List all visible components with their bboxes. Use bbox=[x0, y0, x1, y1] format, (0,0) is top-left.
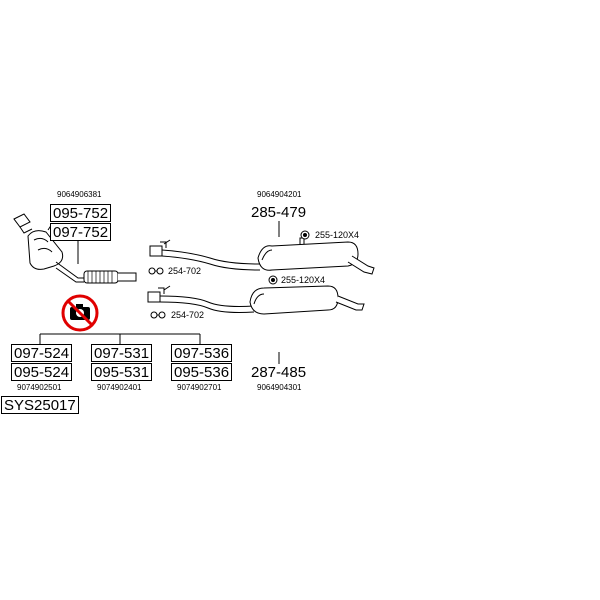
clamp-icon bbox=[268, 275, 278, 285]
rear-lower-hanger-label: 254-702 bbox=[171, 310, 205, 320]
catalyst-ref: 9064906381 bbox=[57, 190, 102, 199]
rear-upper-clamp-label: 255-120X4 bbox=[315, 230, 360, 240]
rubber-hanger-icon bbox=[150, 311, 166, 319]
rear-lower-ref: 9064904301 bbox=[257, 383, 302, 392]
variant-2-code-2[interactable]: 095-531 bbox=[91, 363, 153, 381]
variant-1-ref: 9074902501 bbox=[17, 383, 62, 392]
variant-3-ref: 9074902701 bbox=[177, 383, 222, 392]
rear-silencer-upper[interactable] bbox=[149, 237, 375, 275]
variant-2-ref: 9074902401 bbox=[97, 383, 142, 392]
rear-lower-clamp-label: 255-120X4 bbox=[281, 275, 326, 285]
rear-upper-ref: 9064904201 bbox=[257, 190, 302, 199]
catalyst-front-pipe[interactable] bbox=[13, 213, 137, 284]
variant-3-code-1[interactable]: 097-536 bbox=[171, 344, 233, 362]
variant-1-code-2[interactable]: 095-524 bbox=[11, 363, 73, 381]
variant-1-code-1[interactable]: 097-524 bbox=[11, 344, 73, 362]
variant-3-code-2[interactable]: 095-536 bbox=[171, 363, 233, 381]
rear-silencer-lower[interactable] bbox=[147, 285, 365, 315]
clamp-icon bbox=[300, 230, 310, 240]
rubber-hanger-icon bbox=[148, 267, 164, 275]
no-camera-icon bbox=[61, 294, 99, 332]
rear-upper-code[interactable]: 285-479 bbox=[251, 204, 307, 221]
rear-lower-code[interactable]: 287-485 bbox=[251, 364, 307, 381]
catalyst-code-1[interactable]: 095-752 bbox=[50, 204, 112, 222]
rear-upper-hanger-label: 254-702 bbox=[168, 266, 202, 276]
variant-connector bbox=[39, 333, 201, 344]
catalyst-code-2[interactable]: 097-752 bbox=[50, 223, 112, 241]
system-code[interactable]: SYS25017 bbox=[1, 396, 79, 414]
variant-2-code-1[interactable]: 097-531 bbox=[91, 344, 153, 362]
